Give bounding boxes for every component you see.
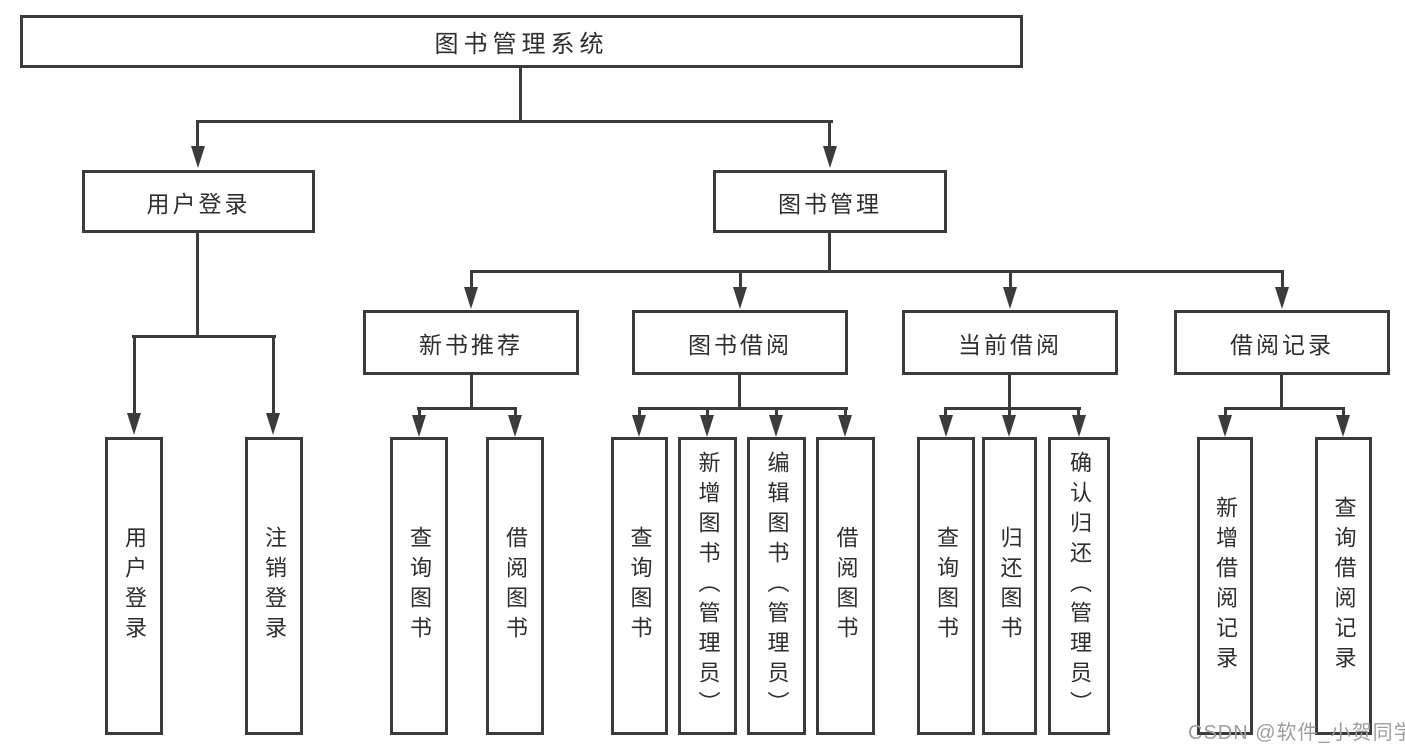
connector-vline bbox=[739, 270, 742, 289]
arrow-down-icon bbox=[823, 146, 837, 168]
connector-hline bbox=[1224, 407, 1345, 410]
node-label: 查询图书 bbox=[934, 526, 959, 646]
arrow-down-icon bbox=[1275, 287, 1289, 309]
leaf-borrow-books-borrowing: 借阅图书 bbox=[816, 437, 875, 735]
node-label: 用户登录 bbox=[146, 190, 251, 217]
node-label: 借阅记录 bbox=[1230, 331, 1334, 358]
connector-vline bbox=[1280, 375, 1283, 410]
connector-hline bbox=[132, 335, 276, 338]
leaf-query-books-current: 查询图书 bbox=[917, 437, 975, 735]
connector-vline bbox=[470, 375, 473, 410]
arrow-down-icon bbox=[1336, 415, 1350, 437]
leaf-logout: 注销登录 bbox=[245, 437, 303, 735]
connector-hline bbox=[944, 407, 1081, 410]
leaf-query-books-borrowing: 查询图书 bbox=[611, 437, 668, 735]
node-label: 图书管理系统 bbox=[434, 31, 609, 58]
leaf-user-login: 用户登录 bbox=[105, 437, 163, 735]
node-label: 借阅图书 bbox=[503, 526, 528, 646]
connector-vline bbox=[133, 335, 136, 415]
connector-vline bbox=[272, 335, 275, 415]
node-label: 新书推荐 bbox=[419, 331, 523, 358]
arrow-down-icon bbox=[1003, 287, 1017, 309]
node-label: 确认归还（管理员） bbox=[1067, 451, 1092, 721]
leaf-add-borrow-record: 新增借阅记录 bbox=[1197, 437, 1253, 735]
connector-hline bbox=[197, 120, 833, 123]
connector-hline bbox=[638, 407, 848, 410]
arrow-down-icon bbox=[464, 287, 478, 309]
node-label: 借阅图书 bbox=[833, 526, 859, 646]
arrow-down-icon bbox=[632, 415, 646, 437]
node-label: 新增图书（管理员） bbox=[695, 451, 721, 721]
arrow-down-icon bbox=[1002, 415, 1016, 437]
connector-vline bbox=[706, 407, 709, 417]
node-library-system: 图书管理系统 bbox=[20, 15, 1023, 68]
leaf-borrow-books-recommend: 借阅图书 bbox=[486, 437, 544, 735]
connector-vline bbox=[1224, 407, 1227, 417]
node-user-login: 用户登录 bbox=[82, 170, 315, 233]
connector-vline bbox=[196, 120, 199, 148]
connector-vline bbox=[828, 120, 831, 148]
leaf-add-books-admin: 新增图书（管理员） bbox=[678, 437, 737, 735]
leaf-return-books: 归还图书 bbox=[982, 437, 1037, 735]
connector-vline bbox=[775, 407, 778, 417]
arrow-down-icon bbox=[733, 287, 747, 309]
connector-vline bbox=[470, 270, 473, 289]
connector-vline bbox=[944, 407, 947, 417]
connector-vline bbox=[1008, 375, 1011, 410]
node-label: 当前借阅 bbox=[958, 331, 1062, 358]
leaf-edit-books-admin: 编辑图书（管理员） bbox=[747, 437, 806, 735]
node-label: 查询借阅记录 bbox=[1331, 496, 1357, 676]
watermark: CSDN @软件_小贺同学 bbox=[1188, 722, 1405, 744]
node-book-management: 图书管理 bbox=[713, 170, 947, 233]
node-label: 新增借阅记录 bbox=[1213, 496, 1238, 676]
node-label: 图书借阅 bbox=[688, 331, 792, 358]
connector-vline bbox=[738, 375, 741, 410]
connector-vline bbox=[844, 407, 847, 417]
leaf-query-borrow-record: 查询借阅记录 bbox=[1315, 437, 1372, 735]
node-new-book-recommendation: 新书推荐 bbox=[363, 310, 579, 375]
node-label: 查询图书 bbox=[627, 526, 653, 646]
arrow-down-icon bbox=[266, 413, 280, 435]
node-label: 图书管理 bbox=[778, 190, 882, 217]
connector-vline bbox=[1342, 407, 1345, 417]
node-label: 用户登录 bbox=[122, 526, 147, 646]
node-label: 编辑图书（管理员） bbox=[764, 451, 790, 721]
arrow-down-icon bbox=[191, 146, 205, 168]
connector-vline bbox=[828, 233, 831, 272]
arrow-down-icon bbox=[838, 415, 852, 437]
connector-vline bbox=[1009, 270, 1012, 289]
arrow-down-icon bbox=[127, 413, 141, 435]
connector-vline bbox=[514, 407, 517, 417]
leaf-confirm-return-admin: 确认归还（管理员） bbox=[1048, 437, 1110, 735]
arrow-down-icon bbox=[700, 415, 714, 437]
node-label: 归还图书 bbox=[997, 526, 1023, 646]
connector-hline bbox=[417, 407, 517, 410]
arrow-down-icon bbox=[1072, 415, 1086, 437]
node-label: 注销登录 bbox=[262, 526, 287, 646]
connector-vline bbox=[196, 233, 199, 337]
connector-vline bbox=[638, 407, 641, 417]
leaf-query-books-recommend: 查询图书 bbox=[390, 437, 448, 735]
connector-vline bbox=[1077, 407, 1080, 417]
connector-vline bbox=[519, 68, 522, 121]
node-current-borrowing: 当前借阅 bbox=[902, 310, 1118, 375]
connector-vline bbox=[418, 407, 421, 417]
arrow-down-icon bbox=[1218, 415, 1232, 437]
connector-hline bbox=[470, 270, 1284, 273]
connector-vline bbox=[1281, 270, 1284, 289]
connector-vline bbox=[1008, 407, 1011, 417]
arrow-down-icon bbox=[508, 415, 522, 437]
arrow-down-icon bbox=[769, 415, 783, 437]
node-borrowing-records: 借阅记录 bbox=[1174, 310, 1390, 375]
arrow-down-icon bbox=[939, 415, 953, 437]
node-label: 查询图书 bbox=[407, 526, 432, 646]
node-book-borrowing: 图书借阅 bbox=[632, 310, 848, 375]
arrow-down-icon bbox=[412, 415, 426, 437]
